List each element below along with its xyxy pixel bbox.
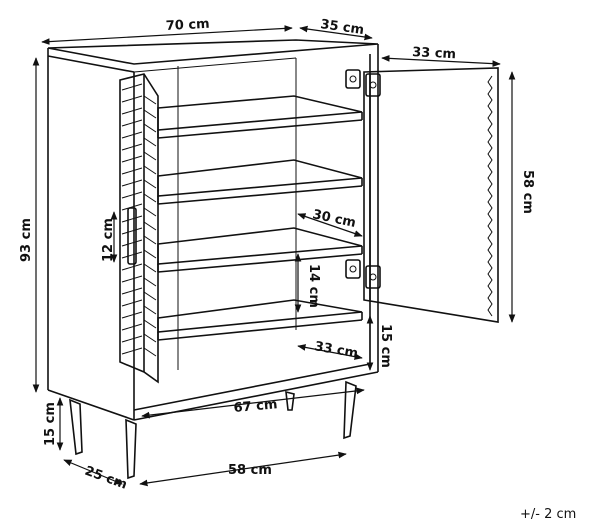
label-depth-top: 35 cm (319, 17, 365, 38)
right-door (345, 67, 499, 323)
label-door-width: 33 cm (412, 45, 457, 62)
left-door (119, 73, 159, 384)
dimension-lines (32, 25, 516, 487)
door-slats (121, 83, 157, 357)
label-shelf-depth: 30 cm (311, 207, 357, 231)
label-shelf-gap: 14 cm (306, 264, 321, 308)
label-door-height: 58 cm (520, 170, 535, 214)
label-leg-height: 15 cm (43, 402, 58, 446)
label-leg-depth: 25 cm (83, 464, 129, 493)
dimension-labels: 70 cm 35 cm 33 cm 93 cm 58 cm 12 cm 30 c… (19, 17, 576, 522)
label-height-total: 93 cm (19, 218, 34, 262)
label-width-top: 70 cm (165, 17, 210, 34)
hinge-icon (345, 259, 381, 289)
label-leg-spacing: 58 cm (228, 463, 272, 478)
label-handle-length: 12 cm (101, 218, 116, 262)
tolerance-note: +/- 2 cm (520, 507, 576, 522)
label-bottom-height: 15 cm (378, 324, 393, 368)
label-inner-width: 67 cm (233, 397, 278, 416)
cabinet-body (47, 39, 379, 421)
label-bottom-depth: 33 cm (313, 339, 359, 361)
door-handle (127, 207, 137, 265)
hinge-icon (345, 69, 381, 97)
